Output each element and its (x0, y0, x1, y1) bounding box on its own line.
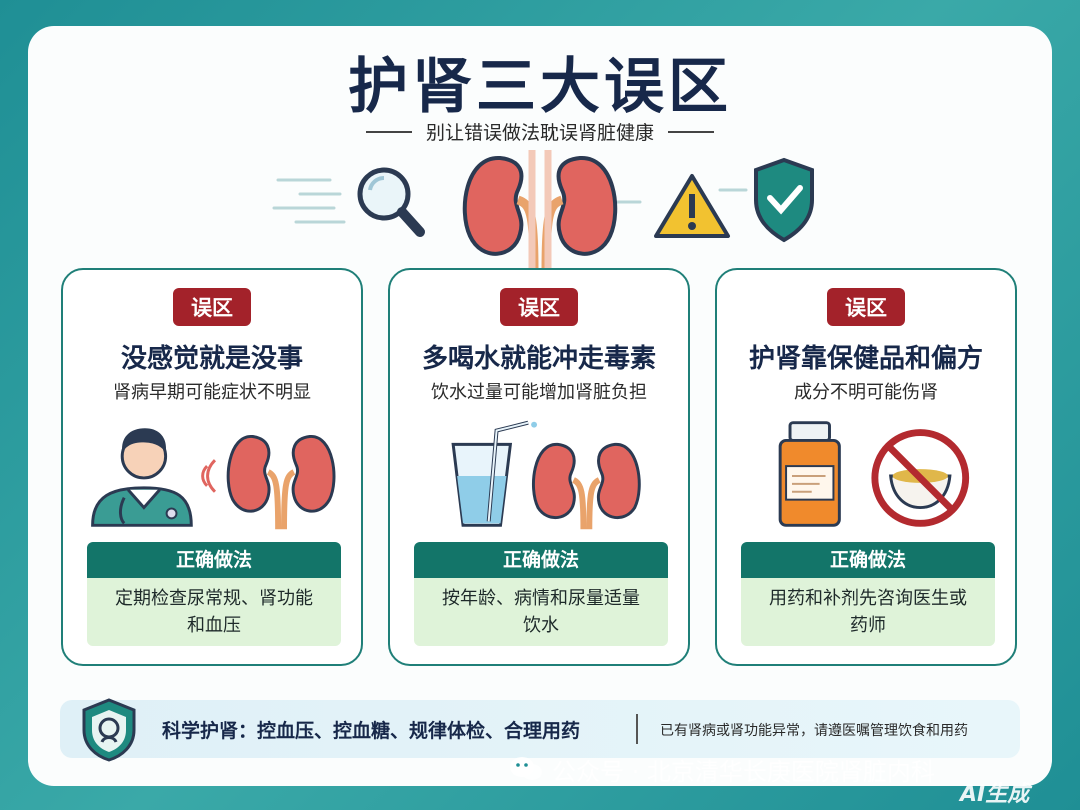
water-kidney-illustration (451, 420, 641, 530)
shield-check-icon (754, 157, 814, 243)
footer-divider (636, 714, 638, 744)
footer-main-text: 科学护肾：控血压、控血糖、规律体检、合理用药 (162, 720, 581, 742)
footer-note-text: 已有肾病或肾功能异常，请遵医嘱管理饮食和用药 (660, 723, 968, 739)
myth-desc: 饮水过量可能增加肾脏负担 (431, 382, 647, 403)
myth-desc: 成分不明可能伤肾 (794, 382, 938, 403)
divider-line (365, 130, 412, 133)
myth-title: 没感觉就是没事 (120, 344, 303, 374)
divider-line (668, 130, 714, 133)
watermark-text: 公众号 · 北京清华长庚医院肾脏内科 (552, 757, 935, 786)
myth-desc: 肾病早期可能症状不明显 (113, 382, 311, 403)
correct-method-header: 正确做法 (741, 542, 995, 578)
correct-method-header: 正确做法 (87, 542, 341, 578)
supplement-ban-illustration (778, 421, 970, 527)
myth-card-2: 误区 多喝水就能冲走毒素 饮水过量可能增加肾脏负担 正确做法 按年龄、病情和尿量… (388, 268, 690, 666)
correct-method-text: 定期检查尿常规、肾功能和血压 (87, 578, 341, 646)
kidneys-icon (462, 150, 618, 270)
doctor-icon (91, 428, 193, 527)
footer-tip-bar: 科学护肾：控血压、控血糖、规律体检、合理用药 已有肾病或肾功能异常，请遵医嘱管理… (60, 698, 1020, 762)
myth-title: 多喝水就能冲走毒素 (421, 344, 656, 374)
warning-icon (654, 174, 730, 238)
shield-heart-icon (82, 698, 136, 762)
kidneys-icon (531, 442, 641, 530)
correct-method-header: 正确做法 (414, 542, 668, 578)
myth-tag: 误区 (827, 288, 905, 326)
signal-waves (201, 459, 217, 493)
page-subtitle: 别让错误做法耽误肾脏健康 (425, 122, 654, 144)
watermark: 公众号 · 北京清华长庚医院肾脏内科 (508, 752, 935, 786)
correct-method-text: 用药和补剂先咨询医生或药师 (741, 578, 995, 646)
water-glass-icon (451, 420, 538, 527)
myth-card-3: 误区 护肾靠保健品和偏方 成分不明可能伤肾 正确做法 用药和补剂先咨询医生或药师 (715, 268, 1017, 666)
ai-generated-badge: AI生成 (960, 782, 1030, 807)
myth-tag: 误区 (173, 288, 251, 326)
speed-lines (272, 178, 748, 224)
magnifier-icon (357, 167, 425, 237)
page-title: 护肾三大误区 (348, 52, 732, 122)
myth-tag: 误区 (500, 288, 578, 326)
hero-illustration (272, 150, 814, 270)
wechat-icon (510, 757, 542, 780)
pill-bottle-icon (778, 421, 841, 527)
doctor-kidney-illustration (91, 428, 336, 530)
subtitle-row: 别让错误做法耽误肾脏健康 (0, 118, 1080, 145)
correct-method-text: 按年龄、病情和尿量适量饮水 (414, 578, 668, 646)
myth-card-1: 误区 没感觉就是没事 肾病早期可能症状不明显 正确做法 定期检查尿常规、肾功能和… (61, 268, 363, 666)
no-herbal-bowl-icon (871, 429, 970, 527)
myth-title: 护肾靠保健品和偏方 (748, 344, 983, 374)
kidneys-icon (226, 435, 336, 530)
